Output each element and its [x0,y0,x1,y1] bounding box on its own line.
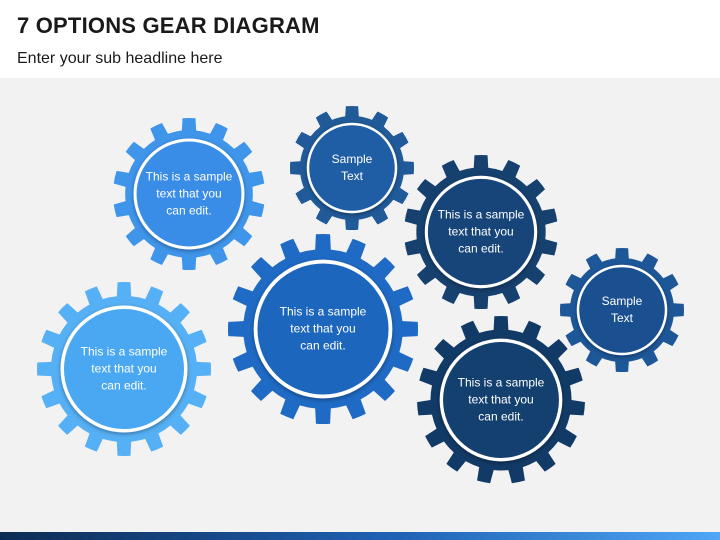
gear-5 [227,233,419,425]
gear-text-line: Text [610,311,633,325]
gear-text-line: text that you [448,224,514,239]
page-subtitle: Enter your sub headline here [17,50,223,67]
gear-6-text: This is a sample text that you can edit. [81,344,168,395]
gear-1-text: This is a sample text that you can edit. [146,169,233,220]
gear-text-line: text that you [91,361,157,376]
gear-6 [36,281,212,457]
gear-text-line: can edit. [478,409,524,424]
gear-center [443,342,559,458]
gear-text-line: can edit. [101,378,147,393]
gear-text-line: can edit. [458,241,504,256]
gear-text-line: text that you [290,321,356,336]
page-title: 7 OPTIONS GEAR DIAGRAM [17,13,320,38]
gear-center [257,263,389,395]
gear-center [63,308,185,430]
gear-text-line: text that you [468,392,534,407]
gear-text-line: This is a sample [279,304,367,319]
gear-center [579,267,665,353]
gear-text-line: can edit. [166,203,212,218]
gear-text-line: text that you [156,186,222,201]
gear-1 [113,118,265,270]
gear-text-line: Sample [601,294,643,308]
gear-7-text: This is a sample text that you can edit. [458,375,545,426]
gear-7 [417,316,585,484]
gear-text-line: This is a sample [145,169,233,184]
gear-text-line: This is a sample [437,207,525,222]
footer-bar [0,532,720,540]
gear-5-text: This is a sample text that you can edit. [280,304,367,355]
gear-center [427,178,535,286]
gear-text-line: can edit. [300,338,346,353]
gear-text-line: Text [340,169,363,183]
gear-3-text: This is a sample text that you can edit. [438,207,525,258]
gear-3 [404,155,558,309]
gear-text-line: This is a sample [80,344,168,359]
gear-2 [290,106,414,230]
gear-4 [560,248,684,372]
gear-center [136,141,242,247]
gear-text-line: This is a sample [457,375,545,390]
gear-center [309,125,395,211]
gear-text-line: Sample [331,152,373,166]
